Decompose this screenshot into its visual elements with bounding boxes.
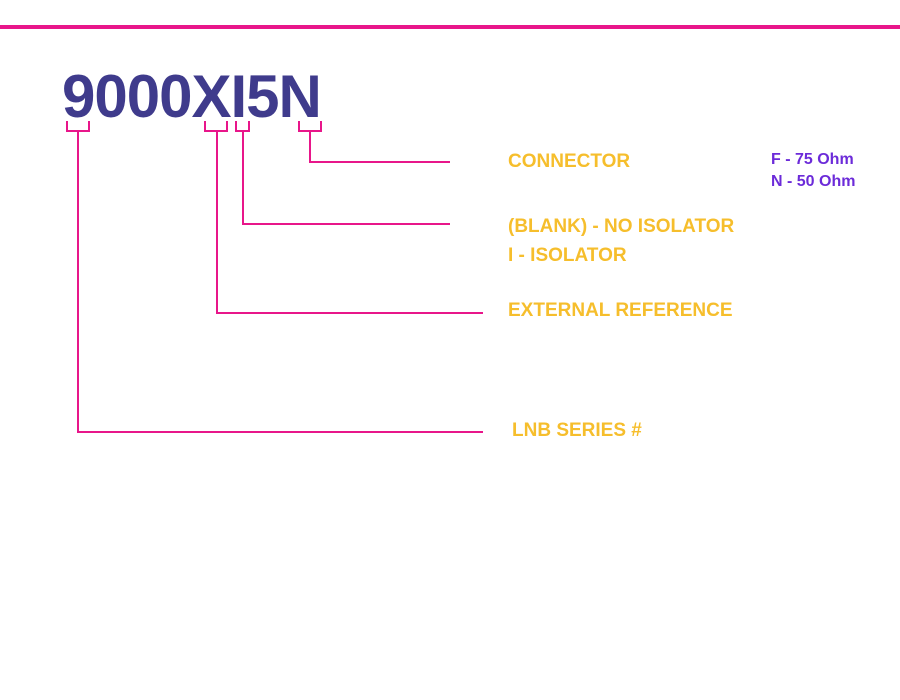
top-accent-rule: [0, 25, 900, 29]
connector-bracket: [298, 121, 322, 132]
connector-option-n: N - 50 Ohm: [771, 173, 856, 190]
series-label: LNB SERIES #: [512, 420, 642, 441]
isolator-blank-label: (BLANK) - NO ISOLATOR: [508, 216, 735, 237]
isolator-i-label: I - ISOLATOR: [508, 245, 627, 266]
series-leader: [77, 131, 483, 433]
isolator-bracket: [235, 121, 250, 132]
external-reference-bracket: [204, 121, 228, 132]
connector-label: CONNECTOR: [508, 151, 631, 172]
isolator-leader: [242, 131, 450, 225]
external-reference-label: EXTERNAL REFERENCE: [508, 300, 733, 321]
external-reference-leader: [216, 131, 483, 314]
part-number: 9000XI5N: [62, 63, 322, 130]
series-bracket: [66, 121, 90, 132]
connector-option-f: F - 75 Ohm: [771, 151, 854, 168]
connector-leader: [309, 131, 450, 163]
